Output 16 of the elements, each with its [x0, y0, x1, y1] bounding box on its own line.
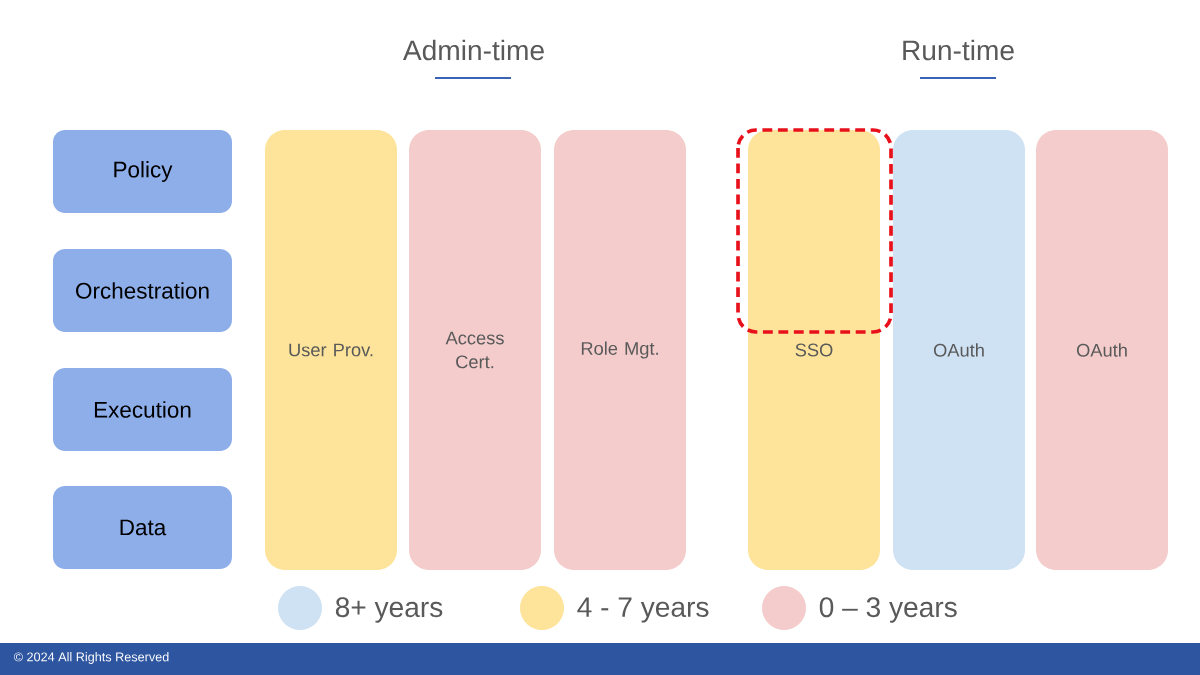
layer-box: Policy [53, 130, 232, 213]
legend-label: 0 – 3 years [819, 597, 957, 623]
category-column: User Prov. [265, 130, 397, 570]
layer-box: Execution [53, 368, 232, 451]
section-heading: Run-time [903, 39, 1014, 61]
category-column: OAuth [893, 130, 1025, 570]
copyright-text: © 2024 All Rights Reserved [13, 652, 169, 664]
category-column: OAuth [1036, 130, 1168, 570]
layer-box: Orchestration [53, 249, 232, 332]
category-column: Role Mgt. [554, 130, 686, 570]
legend-label: 4 - 7 years [577, 597, 709, 623]
section-heading: Admin-time [402, 39, 544, 61]
layer-box: Data [53, 486, 232, 569]
category-column: Access Cert. [409, 130, 541, 570]
legend-label: 8+ years [335, 597, 443, 623]
category-column: SSO [748, 130, 880, 570]
